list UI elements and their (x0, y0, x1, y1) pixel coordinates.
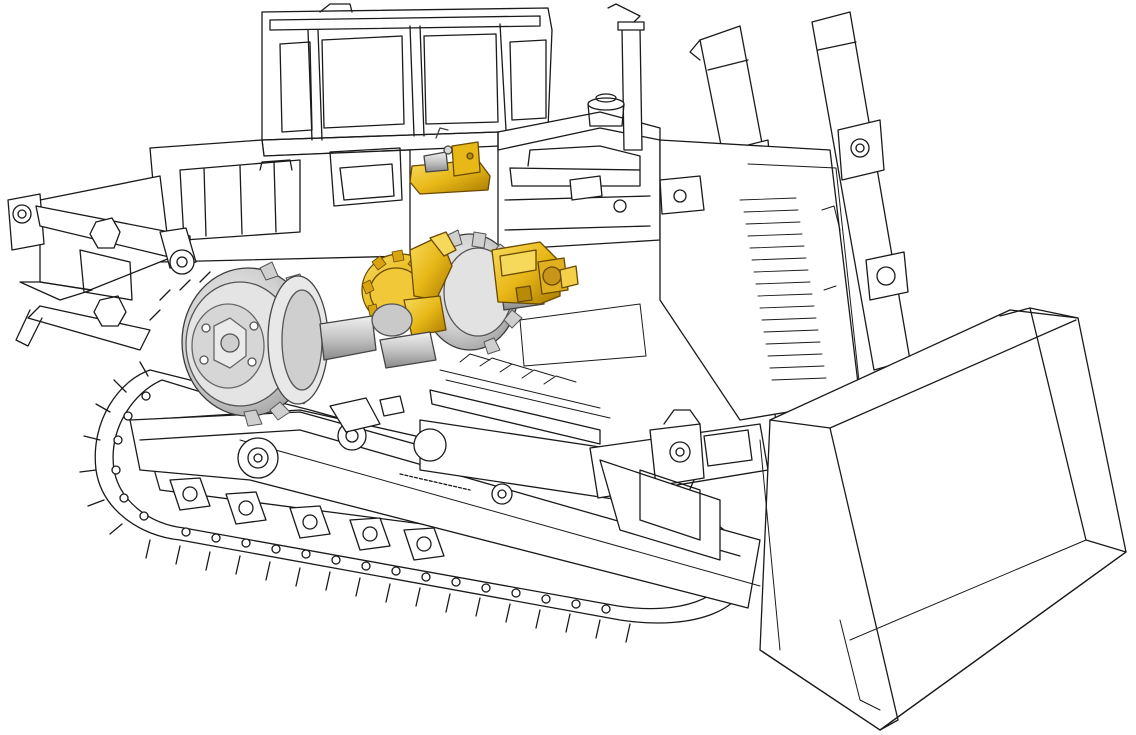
chassis-detail (329, 175, 647, 445)
control-valve-icon (409, 127, 491, 195)
ripper-icon (7, 193, 197, 351)
exhaust-stack-icon (587, 3, 645, 151)
radiator-grille (659, 139, 861, 421)
transmission-icon (361, 231, 579, 369)
blade-icon (759, 307, 1127, 731)
sprocket-icon (181, 261, 377, 427)
push-arm (129, 411, 761, 609)
front-idler (599, 459, 721, 561)
rear-body (19, 139, 411, 301)
